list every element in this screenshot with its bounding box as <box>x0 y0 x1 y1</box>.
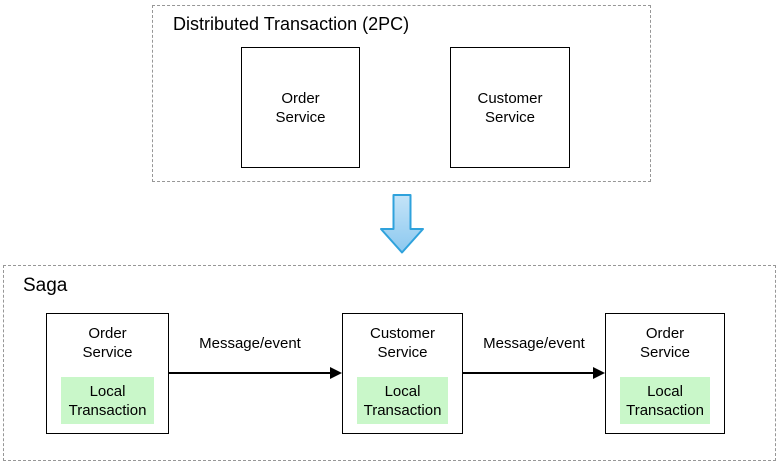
message-event-arrow-line-2 <box>463 372 594 374</box>
message-event-label-2: Message/event <box>483 335 585 352</box>
saga-step-3-order-service-box: Order Service Local Transaction <box>605 313 725 434</box>
saga-step-1-local-transaction: Local Transaction <box>61 377 154 424</box>
down-arrow-icon <box>380 194 424 254</box>
two-pc-title: Distributed Transaction (2PC) <box>173 14 410 34</box>
saga-step-1-service-label: Order Service <box>82 325 133 361</box>
message-event-arrowhead-2 <box>593 367 605 379</box>
saga-step-3-service-label: Order Service <box>639 325 691 361</box>
saga-step-2-service-label: Customer Service <box>369 325 436 361</box>
saga-title: Saga <box>23 275 68 296</box>
message-event-arrow-line-1 <box>169 372 331 374</box>
two-pc-order-service-label: Order Service <box>275 89 326 126</box>
saga-step-1-order-service-box: Order Service Local Transaction <box>46 313 169 434</box>
saga-step-2-local-transaction: Local Transaction <box>357 377 448 424</box>
two-pc-customer-service-box: Customer Service <box>450 47 570 168</box>
two-pc-container: Distributed Transaction (2PC) <box>152 5 651 182</box>
message-event-label-1: Message/event <box>199 335 301 352</box>
two-pc-customer-service-label: Customer Service <box>477 89 543 126</box>
saga-step-3-local-transaction: Local Transaction <box>620 377 710 424</box>
two-pc-order-service-box: Order Service <box>241 47 360 168</box>
saga-step-2-customer-service-box: Customer Service Local Transaction <box>342 313 463 434</box>
message-event-arrowhead-1 <box>330 367 342 379</box>
